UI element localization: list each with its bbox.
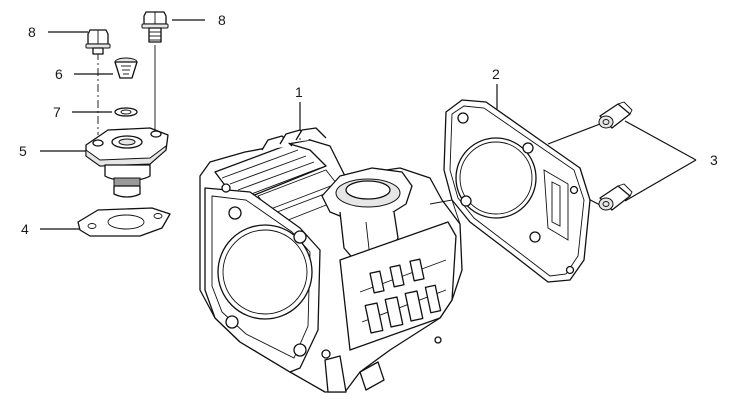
dowel-pin-lower — [598, 183, 633, 211]
callout-4: 4 — [21, 221, 29, 237]
tensioner-gasket — [77, 207, 171, 237]
callout-2: 2 — [492, 66, 500, 82]
cylinder-block — [199, 127, 463, 393]
tensioner-assembly — [85, 127, 169, 198]
dowel-pin-upper — [598, 101, 633, 129]
callout-6: 6 — [55, 66, 63, 82]
callout-numbers: 8 8 6 7 5 4 1 2 3 — [19, 12, 718, 237]
sealing-plug — [114, 57, 138, 79]
callout-8-right: 8 — [218, 12, 226, 28]
bolt-left — [85, 29, 111, 55]
callout-7: 7 — [53, 104, 61, 120]
callout-3: 3 — [710, 152, 718, 168]
bolt-right — [141, 11, 169, 43]
callout-5: 5 — [19, 143, 27, 159]
sealing-washer — [114, 107, 138, 117]
callout-8-left: 8 — [28, 24, 36, 40]
cylinder-gasket — [443, 99, 591, 283]
callout-1: 1 — [295, 84, 303, 100]
